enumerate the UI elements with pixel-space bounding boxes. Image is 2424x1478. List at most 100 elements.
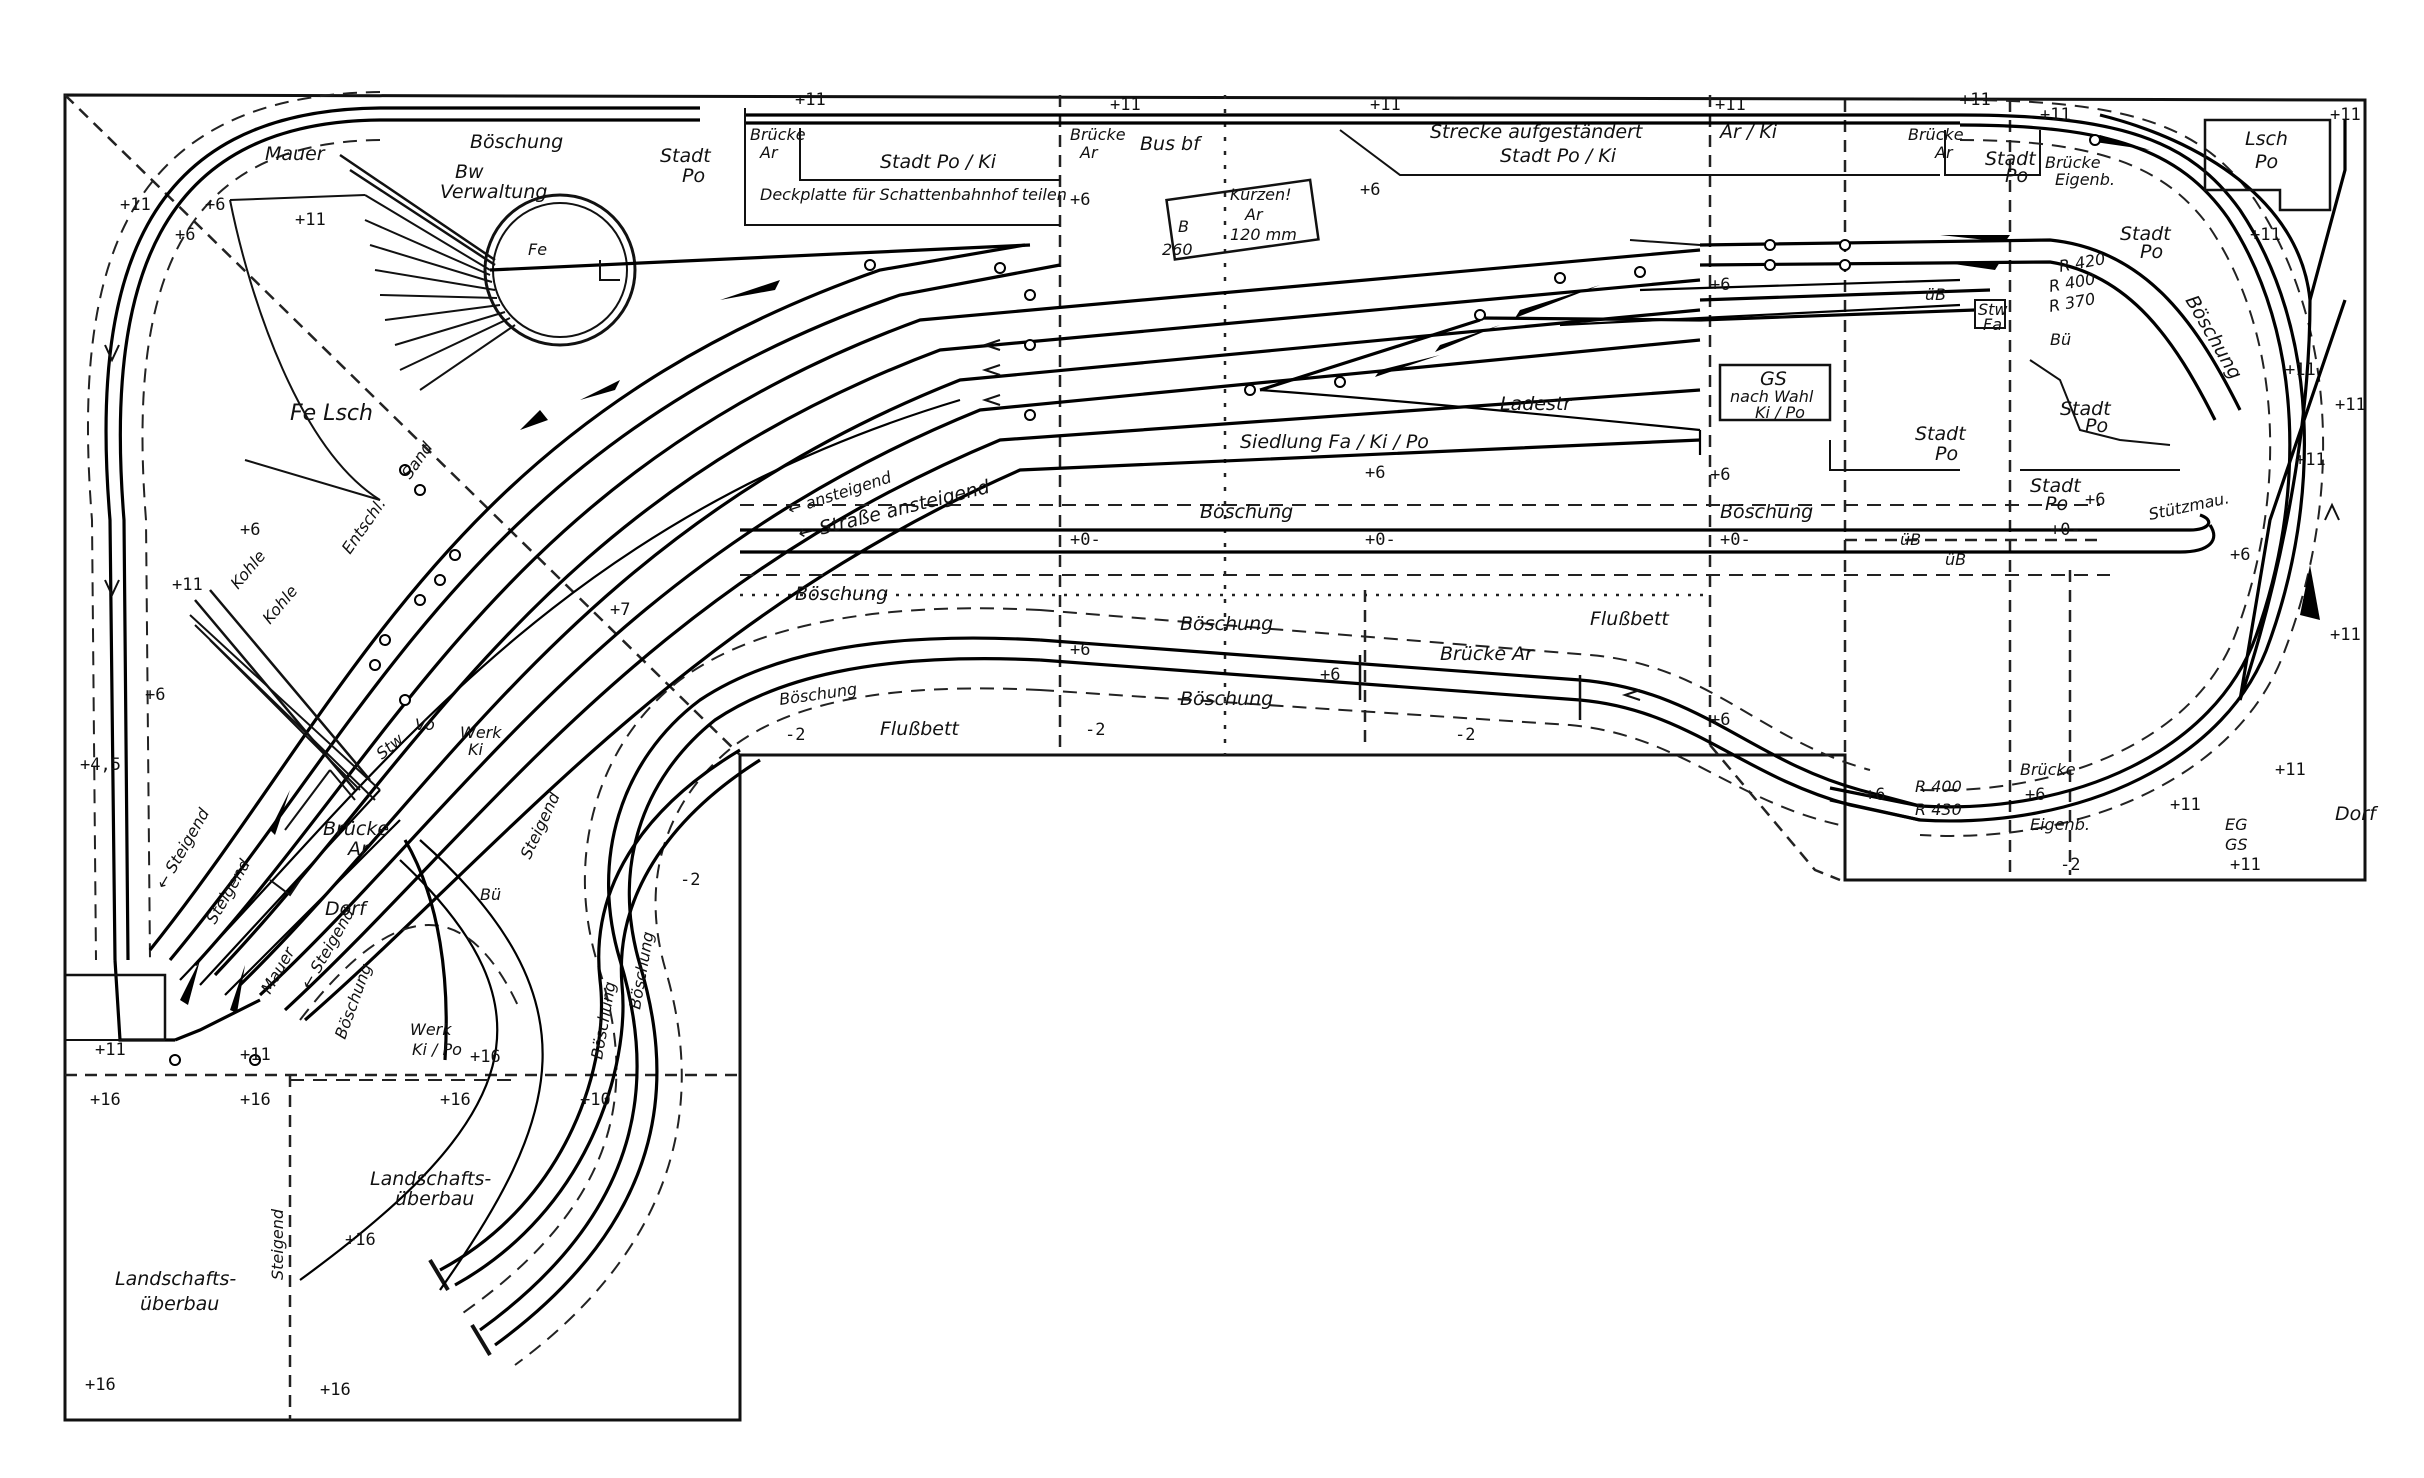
elev-p6-b: +6 [205,195,225,215]
elev-p6-f: +6 [1365,463,1385,483]
label-stuetzmauer: Stützmau. [2147,488,2231,524]
building-outlines [1718,118,2332,471]
right-loop-tracks [1829,99,2347,837]
label-strecke: Strecke aufgeständert [1430,121,1644,143]
label-stw-vo-1: Stw [372,729,408,763]
elev-0-c: +0- [1720,530,1751,550]
label-landschaft-1a: Landschafts- [370,1168,491,1190]
label-boeschung-v1: Böschung [331,961,376,1041]
elev-p11-m: +11 [2275,760,2306,780]
elev-p16-f: +16 [320,1380,351,1400]
elev-p16-e: +16 [85,1375,116,1395]
elev-p11-l: +11 [2330,625,2361,645]
label-bruecke-ar-3: Brücke [1908,125,1964,144]
elev-p11-e: +11 [1960,90,1991,110]
label-bruecke-r: Brücke [2020,760,2076,779]
elevation-labels: +11 +11 +11 +11 +11 +11 +11 +11 +11 +11 … [80,90,2366,1400]
elev-p7: +7 [610,600,630,620]
label-r430: R 430 [1915,800,1962,819]
elev-p6-l: +6 [1320,665,1340,685]
direction-arrows [104,339,2340,701]
label-eg-gs-1: EG [2225,815,2248,834]
lower-level-lines [740,504,2216,826]
label-boeschung-top: Böschung [470,131,563,153]
label-stadt-po-c3b: Po [2045,493,2068,515]
elev-p6-i: +6 [240,520,260,540]
label-stadt-po-top-2: Po [682,165,705,187]
elev-p6-p: +6 [2230,545,2250,565]
label-stw-fa-2: Fa [1983,315,2002,334]
turnout-markers [180,135,2320,1013]
label-gs-2: nach Wahl [1730,387,1814,406]
elev-p11-a: +11 [795,90,826,110]
label-flussbett-1: Flußbett [1590,608,1670,630]
label-stadt-po-c1b: Po [1935,443,1958,465]
label-bruecke-eigen-1: Brücke [2045,153,2101,172]
elev-m2-e: -2 [680,870,700,890]
elev-p10: +10 [580,1090,611,1110]
label-stadt-po-c1: Stadt [1915,423,1967,445]
label-stadt-po-ki-2: Stadt Po / Ki [1500,145,1617,167]
elev-p11-j: +11 [2335,395,2366,415]
label-ladestr: Ladestr [1500,393,1572,415]
label-dorf-1: Dorf [325,898,369,920]
label-fe-lsch: Fe Lsch [290,401,373,426]
elev-p13: +11 [172,575,203,595]
label-werk-kipo-1: Werk [410,1020,452,1039]
elev-p11-d: +11 [1715,95,1746,115]
label-ar-ki: Ar / Ki [1718,121,1778,143]
label-steigend-v: Steigend [268,1208,287,1280]
label-stadt-po-tr-2: Po [2005,165,2028,187]
elev-p6-n: +6 [1865,785,1885,805]
label-kohle-1: Kohle [227,546,270,592]
label-kuerzen-prefix: B [1178,217,1189,236]
label-entschl: Entschl. [338,495,390,558]
elev-p6-j: +6 [145,685,165,705]
s-curve-tracks [290,607,1041,1366]
label-busbf: Bus bf [1140,133,1203,155]
label-fe: Fe [528,240,547,259]
bridge-diagonal [194,589,371,791]
label-bw-2: Verwaltung [440,181,547,203]
label-boeschung-mid1: Böschung [1200,501,1293,523]
elev-m2-d: -2 [2060,855,2080,875]
elev-p16-a: +16 [90,1090,121,1110]
elev-p11-b: +11 [1110,95,1141,115]
elev-0-b: +0- [1365,530,1396,550]
label-stadt-po-ki-1: Stadt Po / Ki [880,151,997,173]
elev-p11-g: +11 [2330,105,2361,125]
elev-p6-o: +6 [2025,785,2045,805]
text-labels: Mauer Böschung Bw Verwaltung Stadt Po Br… [115,121,2379,1315]
label-bruecke-ar-3b: Ar [1934,143,1954,162]
elev-p45: +4,5 [80,755,121,775]
label-deckplatte: Deckplatte für Schattenbahnhof teilen [760,185,1067,204]
label-landschaft-2a: Landschafts- [115,1268,236,1290]
elev-p6-d: +6 [1360,180,1380,200]
label-stw-vo-2: Vo [415,715,435,734]
elev-p11-k: +11 [2295,450,2326,470]
label-kuerzen-1: Kürzen! [1230,185,1292,204]
label-ub-2: üB [1900,530,1921,549]
label-mauer-2: Mauer [257,943,299,997]
label-bw-1: Bw [455,161,484,183]
elev-p16-d: +16 [345,1230,376,1250]
label-sand: Sand [398,438,437,483]
elev-p11-r: +11 [95,1040,126,1060]
elev-p11-n: +11 [2170,795,2201,815]
label-stadt-po-r1b: Po [2140,241,2163,263]
elev-p11-s: +11 [240,1045,271,1065]
signals [169,134,2101,1066]
label-kuerzen-num: 260 [1162,240,1193,259]
elev-p6-a: +6 [175,225,195,245]
label-kohle-2: Kohle [259,581,302,627]
elev-p16-g: +16 [470,1047,501,1067]
label-werk-ki-1: Werk [460,723,502,742]
label-stadt-po-top: Stadt [660,145,712,167]
label-siedlung: Siedlung Fa / Ki / Po [1240,431,1429,453]
elevated-top-line [744,108,2041,261]
label-bruecke-ar-5: Brücke [323,818,389,840]
elev-p11-q: +11 [295,210,326,230]
turntable-area [229,153,1031,501]
label-flussbett-2: Flußbett [880,718,960,740]
